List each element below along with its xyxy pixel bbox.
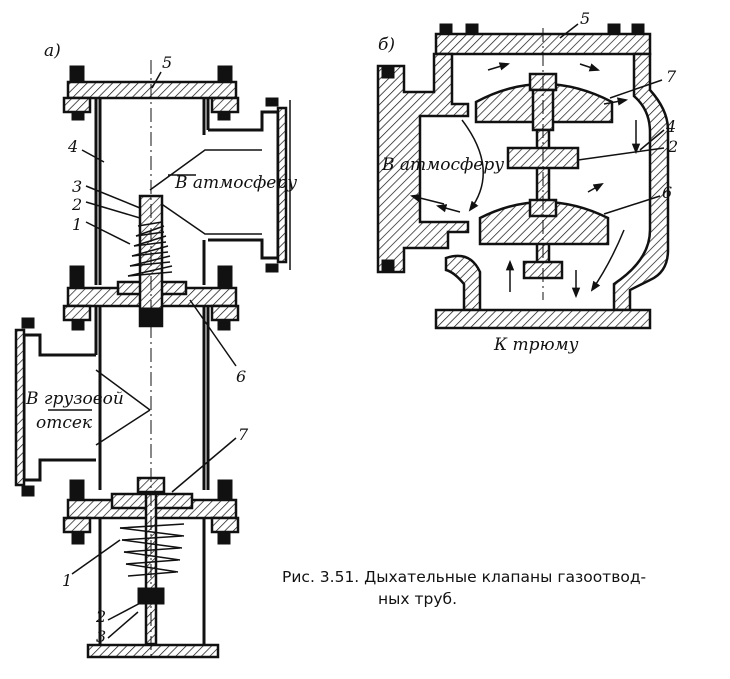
part-number-a-1-top: 1	[72, 215, 82, 234]
part-number-a-2-bottom: 2	[95, 607, 106, 626]
panel-label-b: б)	[378, 35, 395, 55]
figure-caption: Рис. 3.51. Дыхательные клапаны газоотвод…	[282, 566, 712, 610]
part-number-b-2: 2	[667, 137, 678, 156]
part-number-b-6: 6	[662, 183, 672, 202]
valve-assembly-a	[14, 60, 291, 660]
part-number-b-5: 5	[580, 9, 590, 28]
part-number-a-3-bottom: 3	[96, 627, 106, 646]
part-number-a-4: 4	[67, 137, 78, 156]
part-number-a-5: 5	[162, 53, 172, 72]
panel-label-a: а)	[44, 41, 61, 61]
part-number-a-6: 6	[236, 367, 246, 386]
flow-label-atmosphere-a: В атмосферу	[174, 173, 297, 193]
valve-assembly-b	[376, 23, 670, 330]
caption-line-2: ных труб.	[378, 590, 457, 608]
part-number-a-2-top: 2	[71, 195, 82, 214]
part-number-a-1-bottom: 1	[62, 571, 72, 590]
part-number-a-7: 7	[238, 425, 249, 444]
flow-label-cargo-line2: отсек	[36, 413, 93, 433]
flow-label-cargo-line1: В грузовой	[25, 389, 124, 409]
caption-line-1: Рис. 3.51. Дыхательные клапаны газоотвод…	[282, 568, 647, 586]
flow-label-hold: К трюму	[493, 335, 579, 355]
part-number-b-7: 7	[666, 67, 677, 86]
part-number-b-4: 4	[665, 117, 676, 136]
part-number-a-3-top: 3	[72, 177, 82, 196]
flow-label-atmosphere-b: В атмосферу	[381, 155, 504, 175]
